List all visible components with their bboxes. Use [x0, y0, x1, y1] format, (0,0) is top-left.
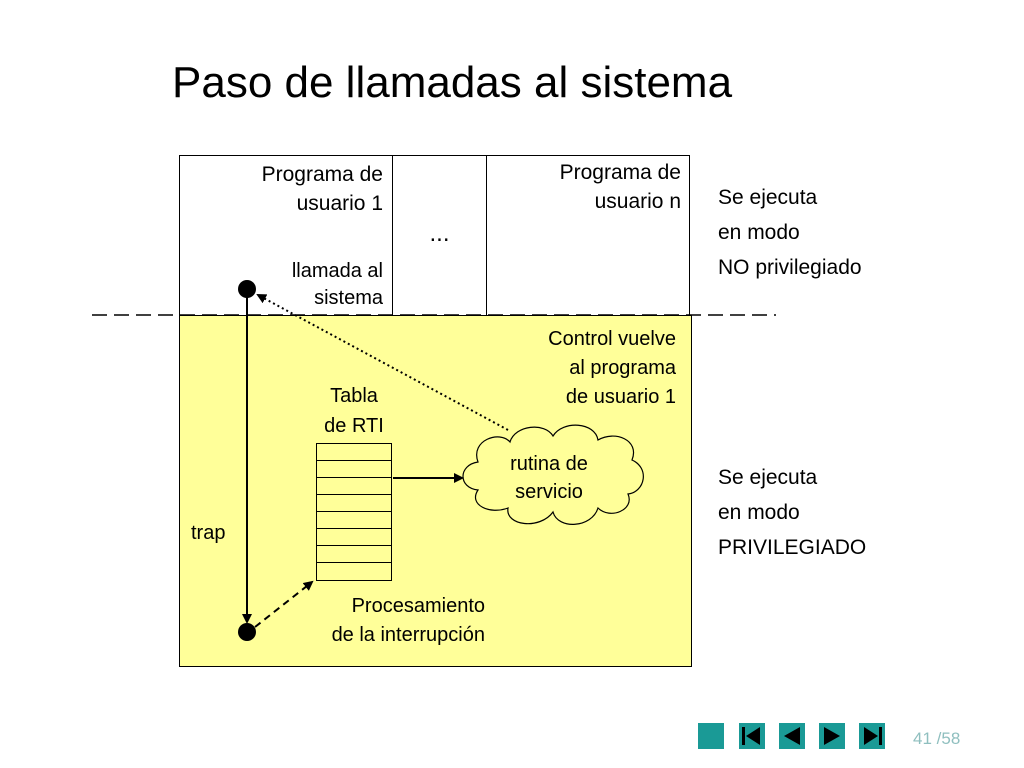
rti-table-label: Tabla de RTI: [324, 385, 384, 437]
ellipsis-label: ...: [429, 220, 450, 247]
syscall-dot: [238, 280, 256, 298]
nav-last-icon: [864, 727, 882, 745]
nav-prev-button[interactable]: [779, 723, 805, 749]
rti-table-row: [317, 444, 391, 461]
rti-table-row: [317, 461, 391, 478]
privilege-boundary-line: [92, 314, 776, 316]
user-space-region: [179, 155, 690, 315]
slide-title: Paso de llamadas al sistema: [172, 58, 733, 107]
system-call-label: llamada al sistema: [291, 260, 383, 309]
nav-prev-icon: [784, 727, 800, 745]
rti-table-row: [317, 529, 391, 546]
service-routine-label: rutina de servicio: [510, 453, 588, 503]
user-program-1-label: Programa de usuario 1: [261, 163, 383, 215]
nav-next-icon: [824, 727, 840, 745]
nav-last-button[interactable]: [859, 723, 885, 749]
rti-table-row: [317, 546, 391, 563]
table-lookup-arrow: [254, 580, 314, 628]
rti-table-row: [317, 478, 391, 495]
page-current: 41: [913, 729, 932, 748]
nav-home-icon: [698, 723, 724, 749]
page-indicator: 41 /58: [913, 729, 960, 749]
service-routine-cloud: [462, 424, 644, 525]
interrupt-dot: [238, 623, 256, 641]
rti-table-row: [317, 495, 391, 512]
nav-first-icon: [742, 727, 760, 745]
user-program-n-label: Programa de usuario n: [559, 161, 681, 213]
nav-next-button[interactable]: [819, 723, 845, 749]
interrupt-processing-label: Procesamiento de la interrupción: [331, 595, 485, 646]
column-divider-1: [392, 155, 393, 315]
rti-table-row: [317, 512, 391, 529]
return-arrow: [256, 294, 509, 431]
privileged-mode-label: Se ejecuta en modo PRIVILEGIADO: [718, 466, 867, 559]
trap-label: trap: [191, 522, 226, 544]
page-total: /58: [936, 729, 961, 748]
nav-home-button[interactable]: [698, 723, 724, 749]
unprivileged-mode-label: Se ejecuta en modo NO privilegiado: [718, 186, 862, 279]
column-divider-2: [486, 155, 487, 315]
rti-table: [316, 443, 392, 581]
control-returns-label: Control vuelve al programa de usuario 1: [548, 328, 676, 408]
nav-first-button[interactable]: [739, 723, 765, 749]
